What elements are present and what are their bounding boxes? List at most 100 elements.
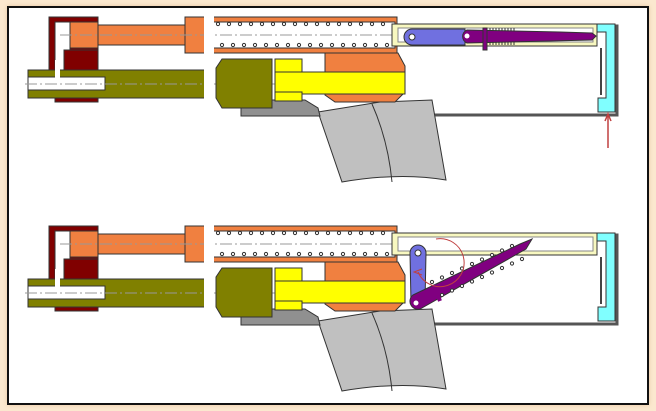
spring-coil xyxy=(296,42,302,48)
spring-coil xyxy=(380,230,386,236)
spring-coil xyxy=(336,230,342,236)
gas-block xyxy=(63,49,99,71)
spring-coil xyxy=(314,230,320,236)
spring-coil xyxy=(237,230,243,236)
spring-coil xyxy=(318,42,324,48)
spring-coil xyxy=(362,251,368,257)
spring-coil xyxy=(263,251,269,257)
rail-slot xyxy=(397,236,594,252)
rotation-arrow xyxy=(417,238,465,288)
spring-coil xyxy=(459,283,465,289)
bolt-head xyxy=(215,267,273,318)
spring-coil xyxy=(274,42,280,48)
panel-closed xyxy=(25,12,619,183)
spring-coil xyxy=(469,261,475,267)
spring-coil xyxy=(358,230,364,236)
spring-coil xyxy=(259,21,265,27)
operating-rod xyxy=(409,237,534,310)
magazine-latch xyxy=(596,232,616,322)
spring-coil xyxy=(329,251,335,257)
operating-rod xyxy=(462,29,597,44)
spring-coil xyxy=(314,21,320,27)
spring-coil xyxy=(373,251,379,257)
spring-coil xyxy=(469,279,475,284)
spring-coil xyxy=(230,42,236,48)
gas-port xyxy=(55,60,60,80)
spring-coil xyxy=(329,42,335,48)
bolt-body xyxy=(274,71,406,95)
spring-coil xyxy=(351,251,357,257)
spring-coil xyxy=(380,21,386,27)
break-gap xyxy=(204,221,214,321)
bolt-head xyxy=(215,58,273,109)
spring-coil xyxy=(219,42,225,48)
spring-coil xyxy=(347,230,353,236)
spring-coil xyxy=(259,230,265,236)
panel-open xyxy=(25,221,619,392)
grip xyxy=(317,99,447,183)
spring-coil xyxy=(499,265,505,271)
spring-coil xyxy=(270,230,276,236)
spring-coil xyxy=(499,248,505,253)
bolt-lug-lower xyxy=(274,91,303,102)
spring-coil xyxy=(281,21,287,27)
spring-coil xyxy=(292,230,298,236)
spring-coil xyxy=(489,270,495,275)
spring-coil xyxy=(449,270,455,276)
spring-coil xyxy=(241,251,247,257)
spring-coil xyxy=(226,21,232,27)
spring-coil xyxy=(384,42,390,48)
spring-coil xyxy=(230,251,236,257)
link-lever xyxy=(409,244,427,304)
spring-coil xyxy=(489,252,495,258)
spring-coil xyxy=(237,21,243,27)
spring-coil xyxy=(303,230,309,236)
spring-coil xyxy=(226,230,232,236)
spring-coil xyxy=(252,42,258,48)
spring-coil xyxy=(479,257,485,262)
spring-coil xyxy=(509,261,515,266)
break-gap xyxy=(204,12,214,112)
spring-coil xyxy=(479,274,485,280)
spring-coil xyxy=(307,251,313,257)
force-arrow-head xyxy=(604,112,612,122)
grip-seam xyxy=(371,103,393,183)
spring-coil xyxy=(252,251,258,257)
spring-coil xyxy=(325,230,331,236)
spring-coil xyxy=(429,279,435,285)
spring-coil xyxy=(369,21,375,27)
rotation-arrow-head xyxy=(412,268,423,276)
spring-coil xyxy=(219,251,225,257)
link-lever xyxy=(403,28,466,46)
spring-coil xyxy=(285,42,291,48)
pivot-pin xyxy=(408,33,416,41)
spring-coil xyxy=(307,42,313,48)
rod-collar xyxy=(482,27,488,51)
grip xyxy=(317,308,447,392)
spring-coil xyxy=(263,42,269,48)
spring-coil xyxy=(215,21,221,27)
spring-coil xyxy=(318,251,324,257)
rod-collar xyxy=(432,284,442,302)
spring-coil xyxy=(274,251,280,257)
spring-coil xyxy=(351,42,357,48)
spring-coil xyxy=(248,230,254,236)
spring-coil xyxy=(519,256,525,262)
spring-coil xyxy=(509,243,515,249)
spring-coil xyxy=(281,230,287,236)
spring-coil xyxy=(325,21,331,27)
spring-coil xyxy=(270,21,276,27)
spring-coil xyxy=(303,21,309,27)
spring-coil xyxy=(340,251,346,257)
spring-coil xyxy=(358,21,364,27)
spring-coil xyxy=(439,275,445,280)
pivot-pin xyxy=(414,249,422,257)
spring-coil xyxy=(340,42,346,48)
spring-coil xyxy=(347,21,353,27)
rod-pin xyxy=(413,300,419,306)
magazine-latch xyxy=(596,23,616,113)
bolt-lug-lower xyxy=(274,300,303,311)
spring-coil xyxy=(296,251,302,257)
grip-seam xyxy=(371,312,393,392)
